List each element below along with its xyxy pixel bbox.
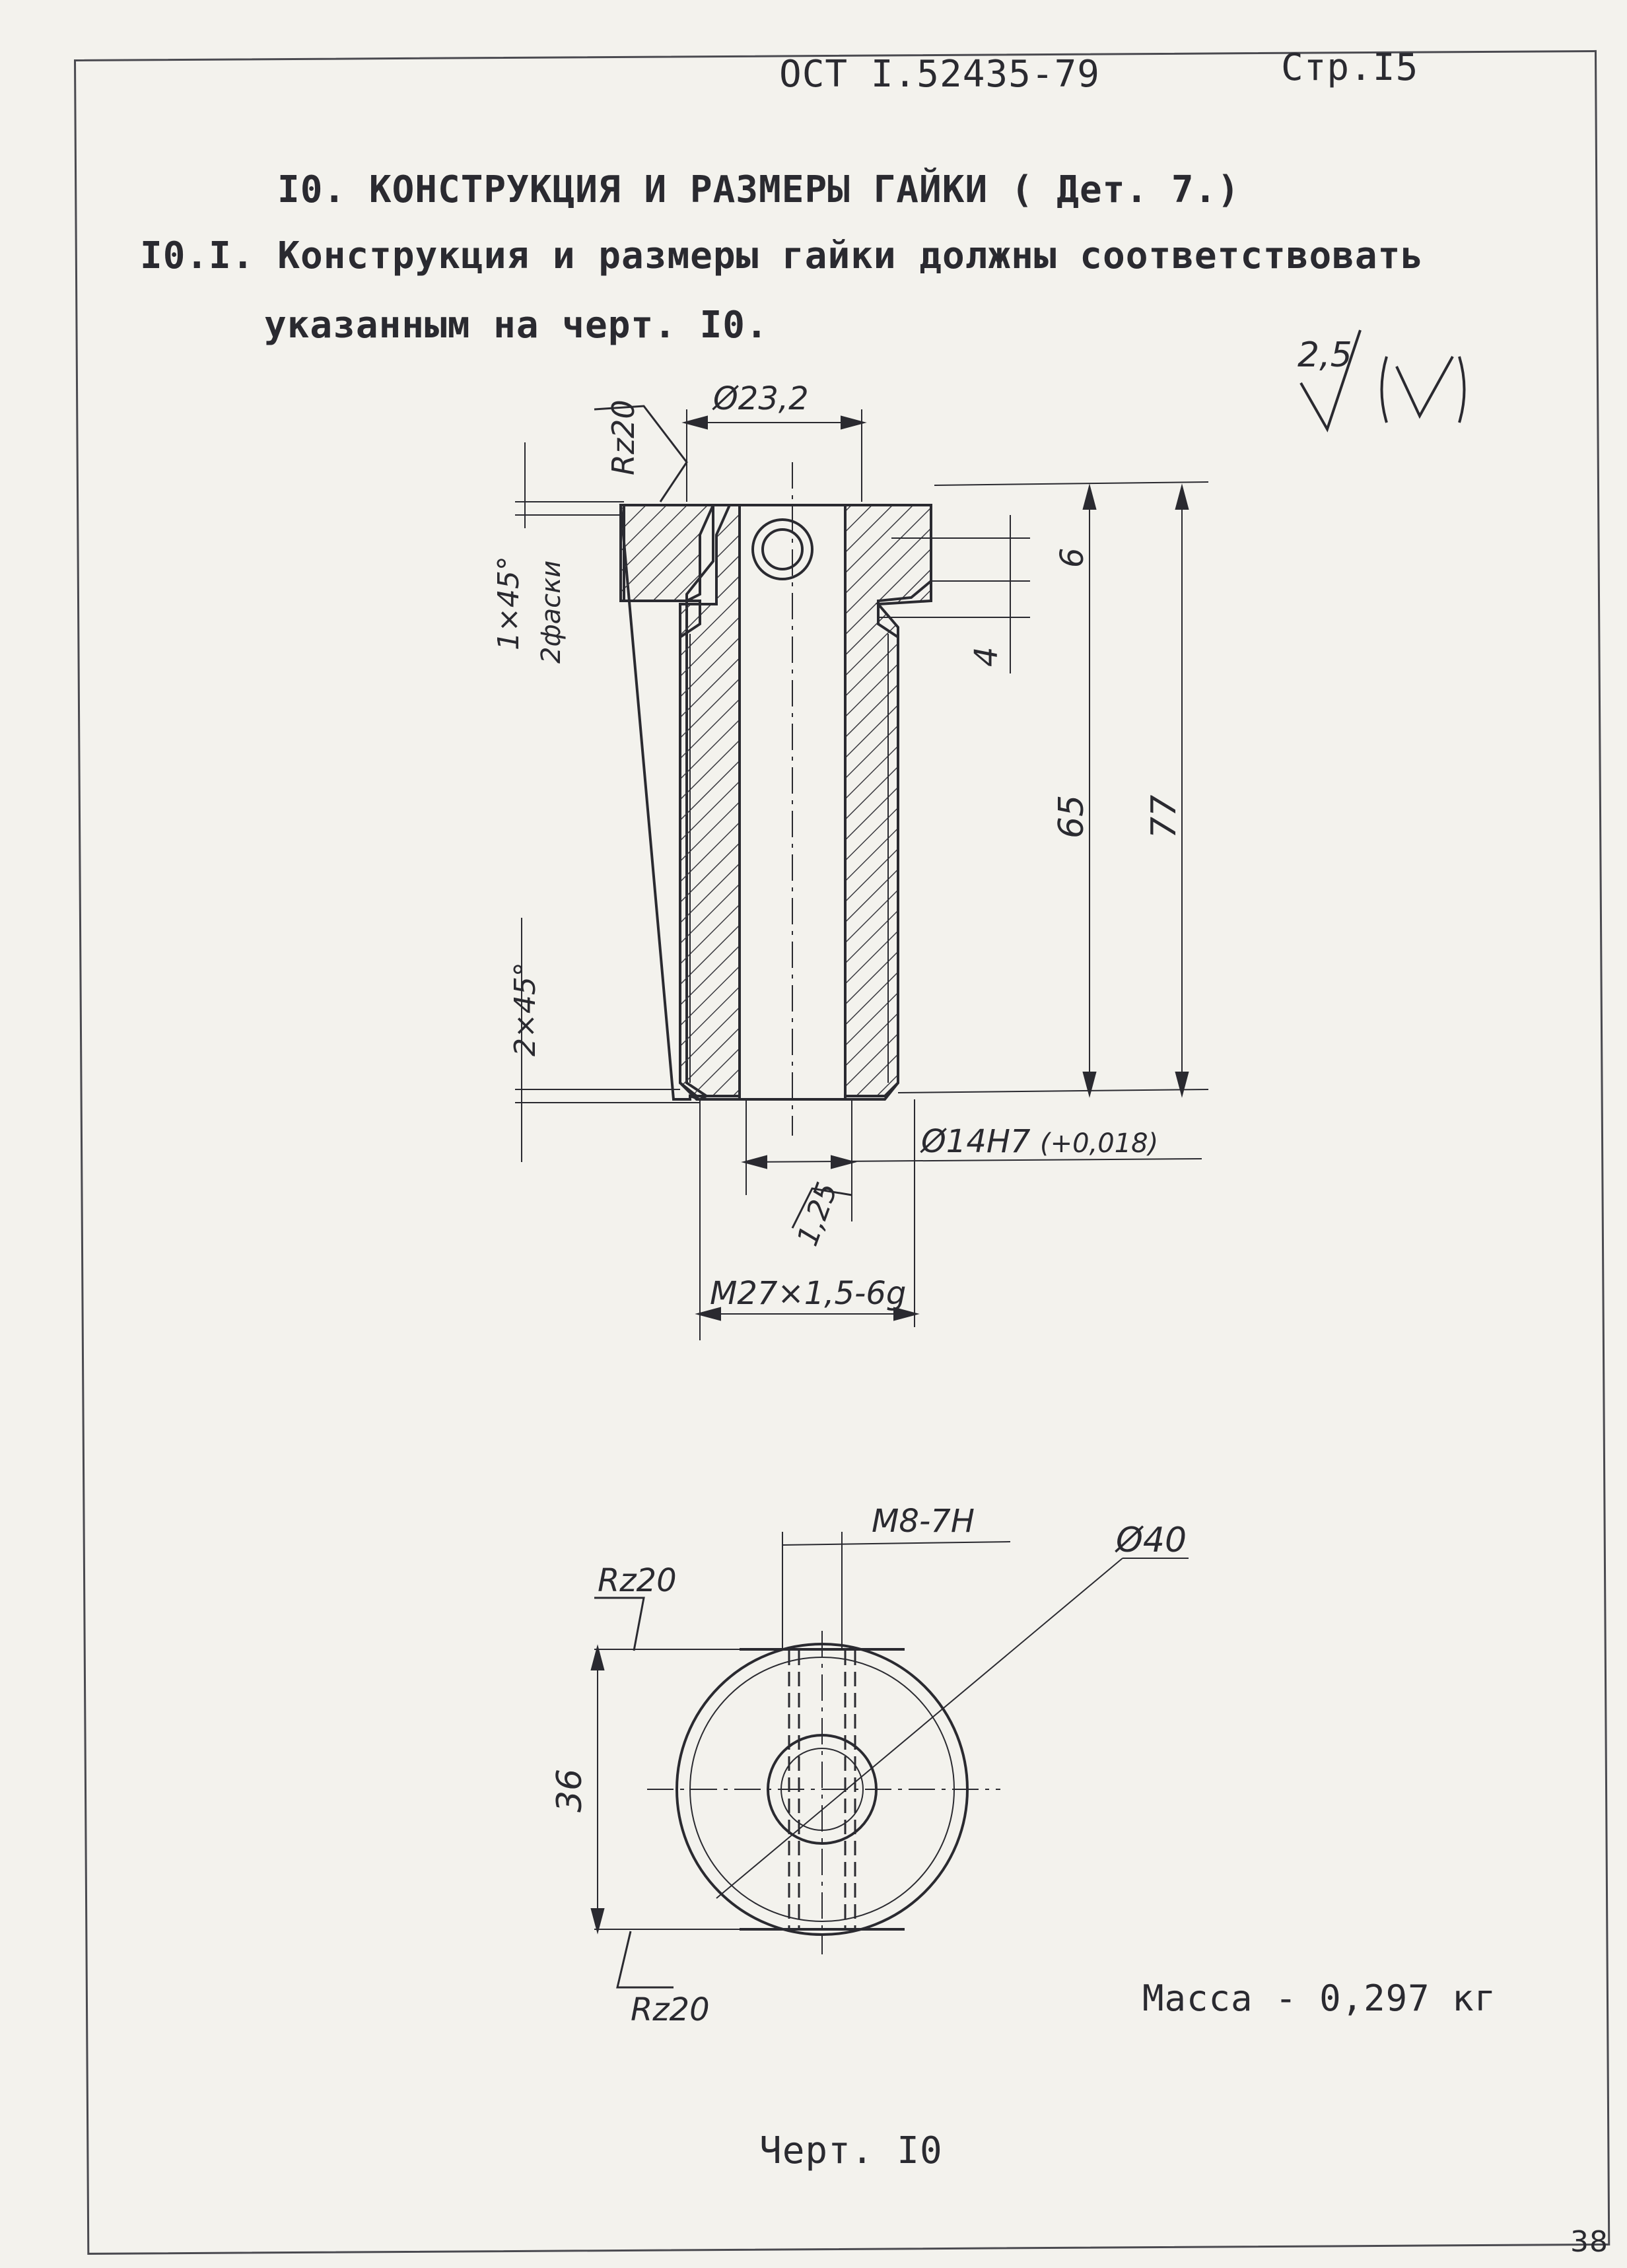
dim-65-label: 65	[1052, 795, 1091, 839]
mass-note: Масса - 0,297 кг	[1142, 1977, 1497, 2019]
thread-label: M27×1,5-6g	[710, 1275, 906, 1312]
paragraph-line-1: І0.І. Конструкция и размеры гайки должны…	[140, 234, 1424, 277]
chamfer-top-note: 2фаски	[536, 561, 567, 664]
chamfer-top-label: 1×45°	[492, 556, 526, 650]
left-wall-section	[619, 504, 716, 602]
paragraph-line-2: указанным на черт. І0.	[264, 304, 769, 347]
sheet-number: 38	[1570, 2225, 1609, 2259]
rz-top-label: Rz20	[606, 399, 641, 475]
dim-6-label: 6	[1054, 547, 1091, 568]
chamfer-bottom-label: 2×45°	[508, 962, 542, 1056]
rz-plan-top-label: Rz20	[598, 1562, 677, 1599]
page-number: Стр.І5	[1281, 46, 1419, 89]
dim-77-label: 77	[1144, 795, 1184, 839]
dia-40-label: Ø40	[1115, 1521, 1187, 1560]
rz-plan-bottom-label: Rz20	[631, 1991, 710, 2028]
bore-tolerance-label: (+0,018)	[1040, 1128, 1158, 1159]
dia-top-label: Ø23,2	[712, 380, 809, 417]
section-title: І0. КОНСТРУКЦИЯ И РАЗМЕРЫ ГАЙКИ ( Дет. 7…	[277, 168, 1241, 211]
general-roughness-label: 2,5	[1298, 335, 1352, 375]
dim-4-label: 4	[968, 646, 1005, 667]
thread-side-label: M8-7H	[872, 1503, 975, 1540]
dim-36-label: 36	[550, 1769, 590, 1812]
document-number: ОСТ І.52435-79	[779, 53, 1101, 96]
drawing-caption: Черт. І0	[759, 2129, 943, 2172]
bore-label: Ø14H7	[920, 1123, 1031, 1160]
